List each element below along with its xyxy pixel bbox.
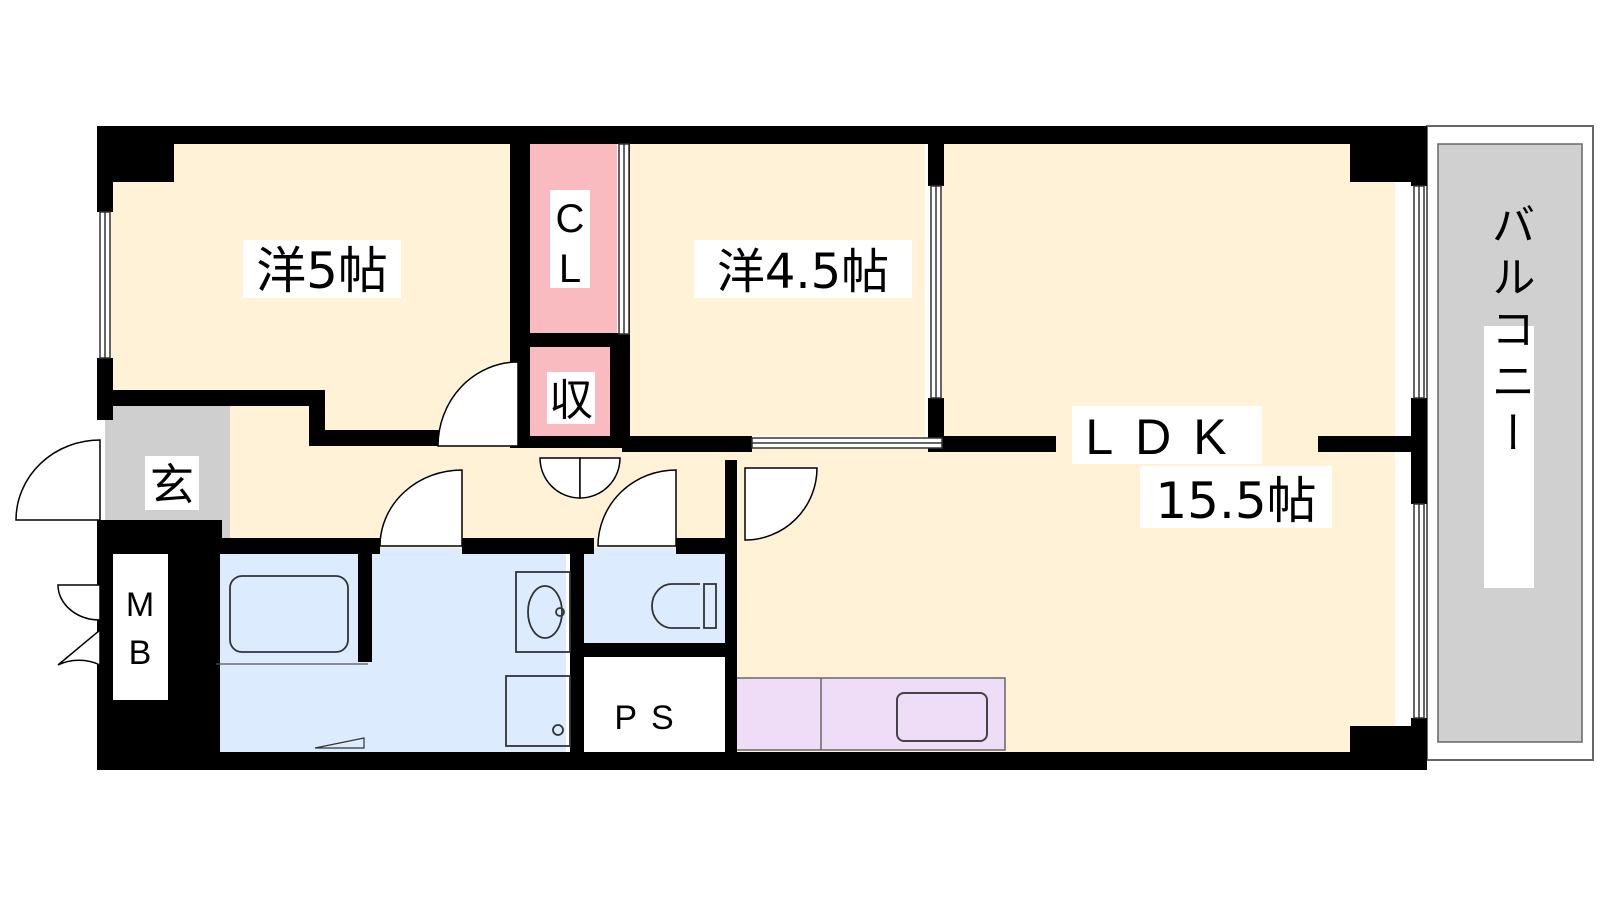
wall-right-mid [1411, 398, 1427, 504]
drain [552, 724, 564, 736]
wall-mb-right [168, 538, 216, 700]
wall-b45-bottom [622, 436, 752, 452]
wall-left-mid [97, 358, 113, 420]
washbasin [527, 585, 563, 639]
label-bg-ldk-1 [1072, 406, 1262, 464]
column-bottom-left [97, 700, 217, 770]
column-bottom-right [1350, 726, 1427, 770]
label-balcony: バルコニー [1484, 202, 1535, 462]
toilet-floor [578, 548, 725, 643]
washroom-floor [368, 548, 566, 752]
door-toilet [597, 469, 677, 547]
wall-bottom [97, 752, 1427, 770]
wall-storage-right [610, 333, 630, 446]
label-closet-l: L [559, 247, 581, 291]
door-mb-upper [57, 584, 101, 621]
bathroom-floor [216, 548, 368, 752]
toilet-tank [703, 583, 717, 629]
washbasin-tap [555, 607, 565, 617]
label-ldk: LDK [1085, 409, 1248, 465]
wall-hall-right [725, 460, 737, 770]
label-pipe-space: PS [614, 699, 687, 737]
wall-wet-top [97, 538, 380, 554]
bathtub [229, 575, 349, 653]
door-storage-right [579, 457, 621, 499]
label-bg-bedroom-45 [694, 240, 912, 298]
wall-b5-bottom [105, 390, 325, 406]
walls [97, 126, 1427, 770]
label-closet-c: C [556, 197, 585, 241]
wall-top [97, 126, 1427, 144]
meter-box-floor [112, 556, 168, 686]
label-meter-box-m: M [126, 586, 154, 624]
label-bg-balcony [1484, 326, 1534, 588]
label-bedroom-45: 洋4.5帖 [717, 244, 889, 300]
label-entrance: 玄 [150, 460, 194, 511]
pipe-space-floor [578, 655, 725, 752]
door-storage-left [539, 457, 581, 499]
fixtures [216, 571, 717, 749]
wall-b45-right-top [928, 126, 944, 186]
column-top-left [97, 126, 174, 182]
door-bedroom-5 [437, 361, 519, 447]
label-ldk-area: 15.5帖 [1155, 472, 1316, 530]
wall-toilet-bottom [570, 643, 730, 657]
label-storage: 収 [549, 375, 593, 426]
wall-entrance-divider [97, 520, 222, 538]
label-bg-bedroom-5 [243, 240, 401, 298]
bath-arrow [314, 737, 365, 749]
ldk-floor-upper [935, 140, 1395, 440]
washing-machine-space [505, 675, 571, 747]
labels: 洋5帖 洋4.5帖 C L 収 玄 M B PS LDK 15.5帖 バルコニー [126, 190, 1535, 737]
wall-bath-right [358, 538, 372, 662]
wall-storage-box [510, 333, 630, 347]
label-bg-closet [550, 190, 590, 288]
wall-b5-bottom-2 [309, 430, 439, 446]
washbasin-counter [515, 571, 571, 653]
toilet-bowl [651, 583, 700, 629]
wall-ldk-right [1318, 436, 1418, 452]
wall-wet-top-3 [676, 538, 736, 554]
door-ldk [744, 467, 818, 541]
label-bg-entrance [145, 456, 199, 510]
label-bg-storage [547, 372, 595, 424]
kitchen-sink [896, 692, 988, 742]
doors [15, 361, 818, 667]
front-door [15, 439, 101, 521]
label-bedroom-5: 洋5帖 [256, 242, 388, 300]
balcony [1426, 125, 1594, 761]
wall-ldk-left [928, 436, 1056, 452]
wall-storage-bottom [510, 436, 630, 448]
label-meter-box-b: B [129, 634, 152, 672]
door-mb-lower [57, 628, 101, 667]
column-top-right [1350, 126, 1427, 182]
label-bg-ldk-2 [1140, 466, 1332, 528]
windows [99, 143, 1425, 719]
kitchen-counter [732, 677, 1006, 751]
door-bathroom [379, 469, 463, 547]
wall-wet-top-2 [462, 538, 594, 554]
